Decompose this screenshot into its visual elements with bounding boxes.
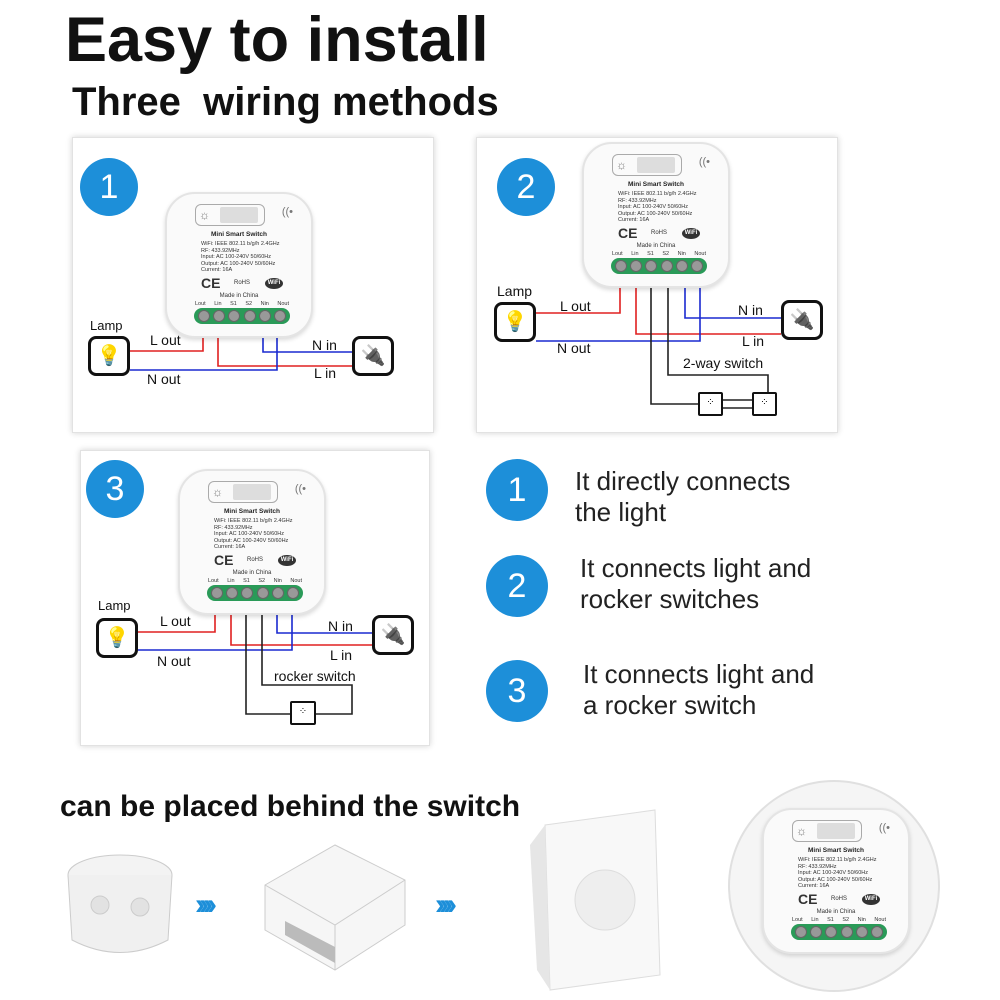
rohs-mark: RoHS [247, 557, 264, 563]
method-number-3: 3 [486, 660, 548, 722]
sun-icon: ☼ [796, 824, 807, 838]
n-out-label: N out [147, 371, 181, 387]
l-in-label: L in [742, 333, 765, 349]
lamp-icon: 💡 [494, 302, 536, 342]
switch-icon: ⁘ [698, 392, 723, 416]
l-out-label: L out [560, 298, 591, 314]
sun-icon: ☼ [199, 208, 210, 222]
smart-switch-device: ☼ ((• Mini Smart Switch WiFi: IEEE 802.1… [582, 142, 730, 288]
indicator-panel: ☼ [792, 820, 862, 842]
power-plug-icon: 🔌 [781, 300, 823, 340]
wifi-icon: ((• [281, 206, 293, 218]
ce-mark: CE [214, 552, 234, 568]
placement-caption: can be placed behind the switch [60, 790, 521, 823]
n-in-label: N in [738, 302, 763, 318]
l-out-label: L out [160, 613, 191, 629]
method-number-1: 1 [486, 459, 548, 521]
device-angled-image [264, 844, 406, 971]
panel-number-2: 2 [497, 158, 555, 216]
sun-icon: ☼ [212, 485, 223, 499]
smart-switch-device: ☼ ((• Mini Smart Switch WiFi: IEEE 802.1… [178, 469, 326, 615]
ce-mark: CE [618, 225, 638, 241]
indicator-panel: ☼ [195, 204, 265, 226]
wifi-icon: ((• [294, 483, 306, 495]
indicator-panel: ☼ [612, 154, 682, 176]
rohs-mark: RoHS [831, 896, 848, 902]
wifi-icon: ((• [698, 156, 710, 168]
switch-icon: ⁘ [290, 701, 316, 725]
power-plug-icon: 🔌 [352, 336, 394, 376]
panel-number-3: 3 [86, 460, 144, 518]
made-in-china: Made in China [232, 570, 272, 576]
wifi-logo: WiFi [682, 228, 700, 239]
rocker-switch-label: rocker switch [274, 668, 356, 684]
lamp-label: Lamp [497, 283, 533, 299]
l-out-label: L out [150, 332, 181, 348]
panel-number-1: 1 [80, 158, 138, 216]
wall-socket-image [530, 809, 661, 991]
device-title: Mini Smart Switch [211, 231, 267, 238]
led-window [637, 157, 675, 173]
wifi-icon: ((• [878, 822, 890, 834]
arrow-chevrons-icon: ›››› [195, 888, 217, 921]
n-in-label: N in [328, 618, 353, 634]
smart-switch-device: ☼ ((• Mini Smart Switch WiFi: IEEE 802.1… [762, 808, 910, 954]
terminal-strip [611, 258, 707, 274]
page-title: Easy to install [65, 5, 489, 75]
n-in-label: N in [312, 337, 337, 353]
rohs-mark: RoHS [234, 280, 251, 286]
two-way-switch-label: 2-way switch [683, 355, 764, 371]
ce-mark: CE [798, 891, 818, 907]
device-title: Mini Smart Switch [224, 508, 280, 515]
made-in-china: Made in China [636, 243, 676, 249]
n-out-label: N out [157, 653, 191, 669]
l-in-label: L in [330, 647, 353, 663]
page-subtitle: Three wiring methods [72, 80, 499, 124]
wifi-logo: WiFi [265, 278, 283, 289]
arrow-chevrons-icon: ›››› [435, 888, 457, 921]
led-window [817, 823, 855, 839]
led-window [220, 207, 258, 223]
terminal-strip [791, 924, 887, 940]
led-window [233, 484, 271, 500]
n-out-label: N out [557, 340, 591, 356]
power-plug-icon: 🔌 [372, 615, 414, 655]
method-number-2: 2 [486, 555, 548, 617]
wifi-logo: WiFi [862, 894, 880, 905]
device-title: Mini Smart Switch [808, 847, 864, 854]
switch-icon: ⁘ [752, 392, 777, 416]
ce-mark: CE [201, 275, 221, 291]
lamp-label: Lamp [90, 318, 123, 333]
lamp-label: Lamp [98, 598, 131, 613]
terminal-strip [194, 308, 290, 324]
made-in-china: Made in China [816, 909, 856, 915]
made-in-china: Made in China [219, 293, 259, 299]
junction-box-image [67, 854, 173, 953]
sun-icon: ☼ [616, 158, 627, 172]
device-title: Mini Smart Switch [628, 181, 684, 188]
lamp-icon: 💡 [96, 618, 138, 658]
rohs-mark: RoHS [651, 230, 668, 236]
smart-switch-device: ☼ ((• Mini Smart Switch WiFi: IEEE 802.1… [165, 192, 313, 338]
indicator-panel: ☼ [208, 481, 278, 503]
wifi-logo: WiFi [278, 555, 296, 566]
terminal-strip [207, 585, 303, 601]
l-in-label: L in [314, 365, 337, 381]
lamp-icon: 💡 [88, 336, 130, 376]
